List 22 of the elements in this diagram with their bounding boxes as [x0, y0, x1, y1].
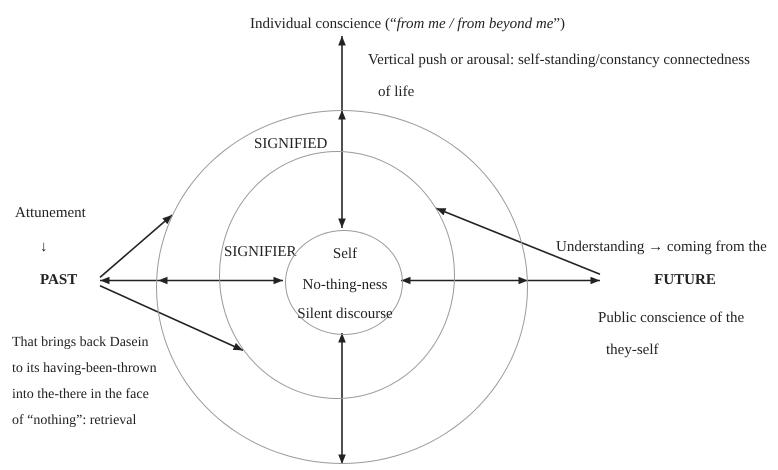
outer-ring: [156, 110, 528, 464]
caption-text: Understanding → coming from the: [556, 238, 767, 256]
heading-text: Individual conscience (“from me / from beyond me”): [250, 12, 650, 36]
arrow: [401, 276, 600, 284]
caption-text: ↓: [40, 238, 48, 256]
circle-label: No-thing-ness: [302, 276, 388, 294]
circle-label: SIGNIFIED: [254, 135, 328, 153]
caption-text: Attunement: [15, 204, 86, 222]
circle-label: SIGNIFIER: [224, 243, 297, 261]
note-text: Vertical push or arousal: self-standing/constancy connectedness of life: [368, 51, 750, 102]
middle-ring: [219, 151, 455, 399]
heading-text: FUTURE: [600, 270, 770, 291]
arrow: [338, 333, 346, 464]
arrow: [436, 208, 600, 275]
caption-text: That brings back Dasein to its having-been-thrown into the-there in the face of “nothing”: retrieval: [12, 334, 158, 430]
caption-text: Public conscience of the they-self: [598, 309, 746, 360]
arrow: [100, 285, 244, 352]
arrow: [99, 214, 173, 278]
arrow: [100, 276, 283, 284]
arrow: [338, 36, 346, 228]
circle-label: Silent discourse: [296, 305, 394, 323]
heading-text: PAST: [40, 270, 100, 291]
